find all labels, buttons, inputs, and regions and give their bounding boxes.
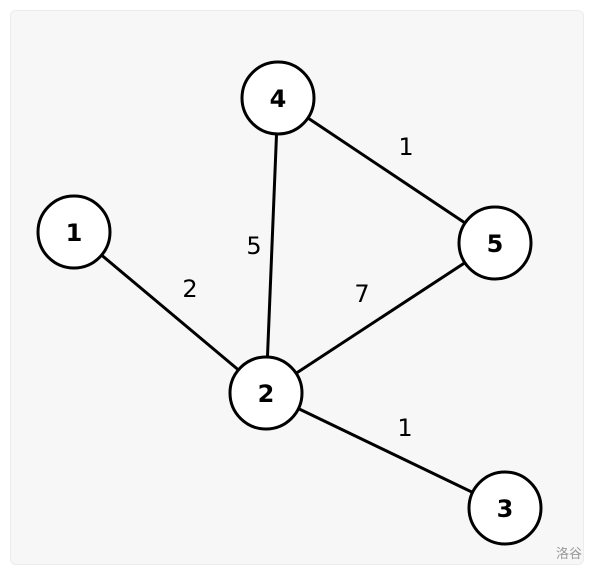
node-2-circle — [228, 355, 304, 431]
node-1-circle — [36, 194, 112, 270]
node-4: 4 — [240, 60, 316, 136]
node-4-circle — [240, 60, 316, 136]
edge-weight-5-2: 7 — [354, 280, 369, 308]
node-2: 2 — [228, 355, 304, 431]
node-4-label: 4 — [270, 85, 287, 113]
edge-5-2 — [264, 241, 497, 395]
node-3: 3 — [467, 470, 543, 546]
edge-2-3 — [264, 391, 507, 510]
edge-weight-4-5: 1 — [398, 133, 413, 161]
node-2-label: 2 — [258, 380, 275, 408]
nodes-layer: 1 2 3 4 5 — [36, 60, 543, 546]
edge-4-2 — [264, 96, 280, 395]
node-3-circle — [467, 470, 543, 546]
node-1-label: 1 — [66, 219, 83, 247]
node-3-label: 3 — [497, 495, 514, 523]
node-5-label: 5 — [487, 230, 504, 258]
node-5: 5 — [457, 205, 533, 281]
edge-weight-1-2: 2 — [182, 275, 197, 303]
watermark-text: 洛谷 — [555, 547, 582, 562]
node-1: 1 — [36, 194, 112, 270]
edge-weight-4-2: 5 — [246, 232, 261, 260]
edge-weights-layer: 2 5 1 7 1 — [182, 133, 413, 442]
edge-4-5 — [276, 96, 497, 245]
edge-1-2 — [72, 230, 268, 395]
node-5-circle — [457, 205, 533, 281]
edge-weight-2-3: 1 — [397, 414, 412, 442]
edges-layer — [72, 96, 507, 510]
